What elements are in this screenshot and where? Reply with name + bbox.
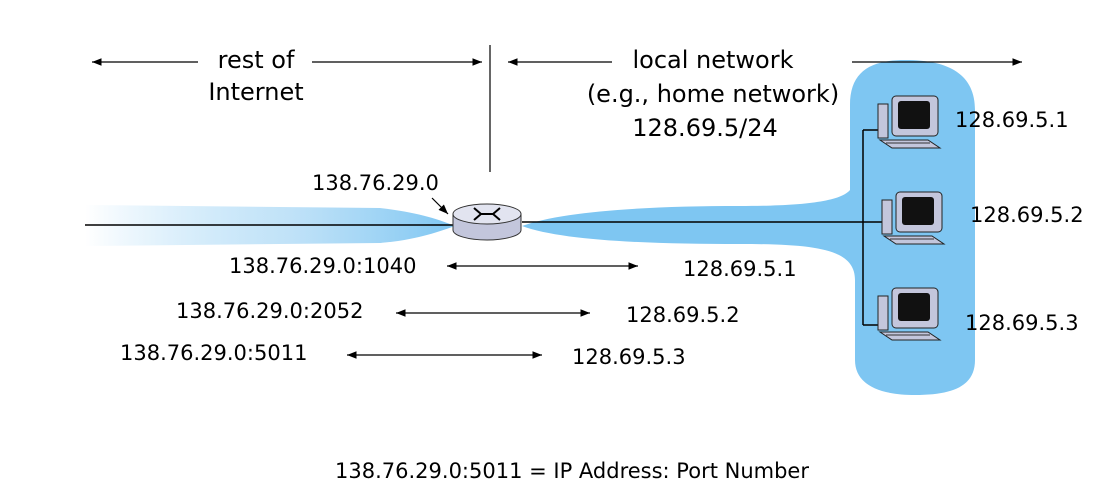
host-ip-label-3: 128.69.5.3 [965,311,1079,335]
local-network-cloud [522,60,975,395]
rest-of-internet-label-1: rest of [218,46,295,74]
local-network-label-1: local network [632,46,793,74]
local-network-label-2: (e.g., home network) [587,80,839,108]
caption: 138.76.29.0:5011 = IP Address: Port Numb… [335,459,809,483]
mapping-internal-3: 128.69.5.3 [572,345,686,369]
computer-icon [877,95,942,149]
mapping-external-3: 138.76.29.0:5011 [120,341,307,365]
computer-icon [877,287,942,341]
mapping-external-1: 138.76.29.0:1040 [229,254,416,278]
mapping-external-2: 138.76.29.0:2052 [176,299,363,323]
computer-icon [881,191,946,245]
router-icon [452,203,522,241]
host-ip-label-1: 128.69.5.1 [955,108,1069,132]
mapping-internal-2: 128.69.5.2 [626,303,740,327]
local-network-prefix: 128.69.5/24 [632,114,778,142]
mapping-internal-1: 128.69.5.1 [683,257,797,281]
router-pointer-arrow [431,197,449,215]
rest-of-internet-label-2: Internet [208,78,303,106]
router-ip-label: 138.76.29.0 [312,171,439,195]
host-ip-label-2: 128.69.5.2 [970,203,1084,227]
